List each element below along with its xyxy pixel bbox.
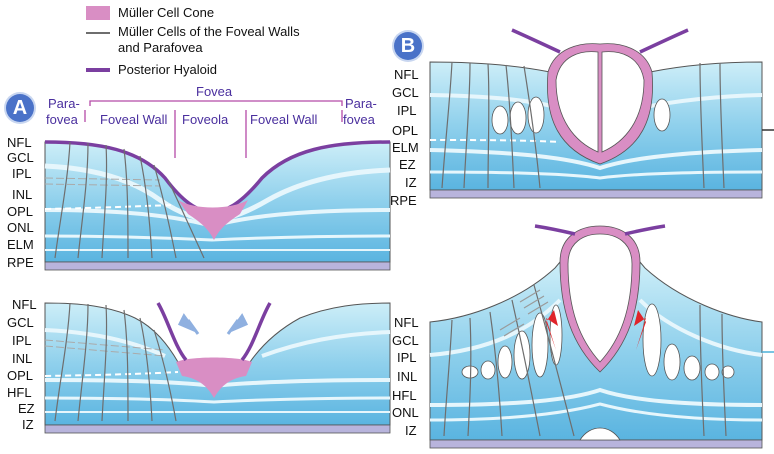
layer-label: HFL — [392, 388, 417, 403]
layer-label: NFL — [12, 297, 37, 312]
panel-a-bottom-retina — [44, 302, 391, 434]
panel-a-brackets — [84, 100, 343, 158]
layer-label: IZ — [22, 417, 34, 432]
layer-label: HFL — [7, 385, 32, 400]
layer-label: ELM — [7, 237, 34, 252]
layer-label: RPE — [390, 193, 417, 208]
layer-label: IZ — [405, 175, 417, 190]
layer-label: ONL — [392, 405, 419, 420]
layer-label: INL — [12, 351, 33, 366]
legend — [86, 6, 110, 72]
layer-label: GCL — [392, 85, 419, 100]
region-parafovea-left-2: fovea — [46, 112, 78, 127]
layer-label: RPE — [7, 255, 34, 270]
layer-label: IPL — [397, 350, 417, 365]
traction-arrow-right-icon — [226, 313, 249, 335]
region-foveola: Foveola — [182, 112, 229, 127]
layer-label: ELM — [392, 140, 419, 155]
layer-label: IPL — [397, 103, 417, 118]
layer-label: ONL — [7, 220, 34, 235]
layer-label: GCL — [392, 333, 419, 348]
layer-label: IPL — [12, 166, 32, 181]
cone-swatch — [86, 6, 110, 20]
layer-label: IZ — [405, 423, 417, 438]
layer-label: EZ — [18, 401, 35, 416]
region-parafovea-right: Para- — [345, 96, 377, 111]
layer-label: NFL — [7, 135, 32, 150]
traction-arrow-red-left-icon — [546, 310, 558, 350]
panel-a-top-retina — [44, 140, 391, 271]
region-foveal-wall-left: Foveal Wall — [100, 112, 168, 127]
layer-label: EZ — [399, 157, 416, 172]
region-parafovea-left: Para- — [48, 96, 80, 111]
layer-label: INL — [397, 369, 418, 384]
layer-label: INL — [12, 187, 33, 202]
region-foveal-wall-right: Foveal Wall — [250, 112, 318, 127]
panel-b-bottom-retina — [429, 224, 774, 449]
layer-label: OPL — [392, 123, 419, 138]
legend-hyaloid-label: Posterior Hyaloid — [118, 62, 217, 77]
layer-label: GCL — [7, 315, 34, 330]
layer-label: NFL — [394, 315, 419, 330]
layer-label: NFL — [394, 67, 419, 82]
layer-label: GCL — [7, 150, 34, 165]
legend-cone-label: Müller Cell Cone — [118, 5, 215, 20]
region-fovea: Fovea — [196, 84, 233, 99]
panel-b-badge: B — [394, 32, 422, 60]
layer-label: IPL — [12, 333, 32, 348]
layer-label: OPL — [7, 368, 34, 383]
region-parafovea-right-2: fovea — [343, 112, 375, 127]
legend-muller-label-1: Müller Cells of the Foveal Walls — [118, 24, 300, 39]
legend-muller-label-2: and Parafovea — [118, 40, 203, 55]
traction-arrow-left-icon — [177, 313, 200, 335]
layer-label: OPL — [7, 204, 34, 219]
panel-b-top-retina — [429, 28, 774, 199]
panel-a-badge: A — [6, 94, 34, 122]
traction-arrow-red-right-icon — [634, 310, 646, 350]
